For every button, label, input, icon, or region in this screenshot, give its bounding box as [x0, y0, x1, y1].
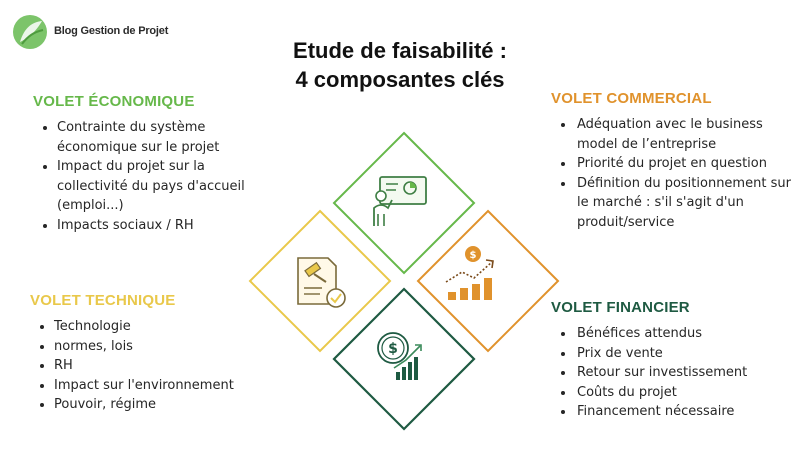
diamond-economique	[332, 131, 476, 275]
section-financier: VOLET FINANCIER Bénéfices attendus Prix …	[551, 299, 801, 422]
list-item: Coûts du projet	[575, 383, 801, 403]
list-item: Priorité du projet en question	[575, 154, 801, 174]
dollar-chart-icon: $	[377, 332, 422, 380]
list-item: Pouvoir, régime	[54, 395, 270, 415]
list-technique: Technologie normes, lois RH Impact sur l…	[30, 317, 270, 415]
list-item: Définition du positionnement sur le marc…	[575, 174, 801, 233]
section-heading-economique: VOLET ÉCONOMIQUE	[33, 93, 195, 110]
svg-text:$: $	[388, 341, 398, 357]
title-line-2: 4 composantes clés	[295, 67, 505, 92]
list-item: RH	[54, 356, 270, 376]
presentation-board-icon	[373, 176, 427, 226]
list-item: normes, lois	[54, 337, 270, 357]
list-item: Impact sur l'environnement	[54, 376, 270, 396]
legal-document-gavel-icon	[297, 257, 346, 308]
title-line-1: Etude de faisabilité :	[293, 38, 507, 63]
list-item: Impact du projet sur la collectivité du …	[57, 157, 263, 216]
section-heading-financier: VOLET FINANCIER	[551, 299, 690, 316]
diamond-financier: $	[332, 287, 476, 431]
list-item: Impacts sociaux / RH	[57, 216, 263, 236]
list-item: Technologie	[54, 317, 270, 337]
diamond-technique	[248, 209, 392, 353]
list-commercial: Adéquation avec le business model de l’e…	[551, 115, 801, 232]
four-components-diagram: $ $	[248, 131, 560, 431]
section-heading-commercial: VOLET COMMERCIAL	[551, 90, 712, 107]
section-commercial: VOLET COMMERCIAL Adéquation avec le busi…	[551, 90, 801, 232]
brand-logo: Blog Gestion de Projet	[12, 14, 192, 50]
leaf-logo-icon	[13, 15, 47, 49]
section-economique: VOLET ÉCONOMIQUE Contrainte du système é…	[33, 93, 263, 235]
list-economique: Contrainte du système économique sur le …	[33, 118, 263, 235]
list-item: Contrainte du système économique sur le …	[57, 118, 263, 157]
list-item: Retour sur investissement	[575, 363, 801, 383]
brand-name: Blog Gestion de Projet	[54, 25, 169, 37]
list-item: Prix de vente	[575, 344, 801, 364]
section-heading-technique: VOLET TECHNIQUE	[30, 292, 176, 309]
page-title: Etude de faisabilité : 4 composantes clé…	[250, 36, 550, 94]
list-financier: Bénéfices attendus Prix de vente Retour …	[551, 324, 801, 422]
growth-chart-coin-icon: $	[445, 246, 494, 300]
svg-text:$: $	[470, 250, 477, 261]
diamond-commercial: $	[416, 209, 560, 353]
list-item: Adéquation avec le business model de l’e…	[575, 115, 801, 154]
list-item: Financement nécessaire	[575, 402, 801, 422]
list-item: Bénéfices attendus	[575, 324, 801, 344]
section-technique: VOLET TECHNIQUE Technologie normes, lois…	[30, 292, 270, 415]
